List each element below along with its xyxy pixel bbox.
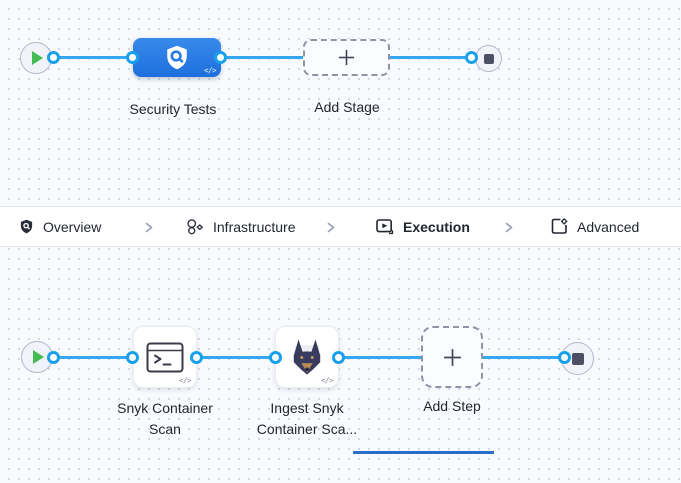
stage-label: Security Tests xyxy=(129,101,217,117)
connector-dot[interactable] xyxy=(269,351,282,364)
connector-dot[interactable] xyxy=(558,351,571,364)
tab-execution[interactable]: Execution xyxy=(376,207,470,246)
tab-advanced-label: Advanced xyxy=(577,218,640,235)
stage-code-badge: </> xyxy=(203,66,217,75)
step-label-line2: Container Sca... xyxy=(256,421,358,437)
selected-tab-underline xyxy=(353,451,494,454)
chevron-right-icon xyxy=(505,222,513,233)
chevron-right-icon xyxy=(145,222,153,233)
step-code-badge: </> xyxy=(320,376,334,385)
add-step-button[interactable] xyxy=(421,326,483,388)
pipeline-start-node[interactable] xyxy=(20,42,52,74)
tab-overview-label: Overview xyxy=(43,218,102,235)
connector-dot[interactable] xyxy=(332,351,345,364)
tab-overview[interactable]: Overview xyxy=(19,207,101,246)
overview-shield-icon xyxy=(20,219,33,234)
add-stage-label: Add Stage xyxy=(314,99,380,115)
tab-advanced[interactable]: Advanced xyxy=(551,207,639,246)
connector-dot[interactable] xyxy=(126,351,139,364)
plus-icon xyxy=(443,348,461,366)
plus-icon xyxy=(338,49,355,66)
security-shield-icon xyxy=(167,45,187,70)
tab-infrastructure[interactable]: Infrastructure xyxy=(186,207,295,246)
connector-dot[interactable] xyxy=(126,51,139,64)
step-code-badge: </> xyxy=(178,376,192,385)
stop-icon xyxy=(571,352,584,365)
stage-config-tab-bar: Overview Infrastructure Execution xyxy=(0,206,681,454)
play-icon xyxy=(31,51,43,65)
step-label-line2: Scan xyxy=(149,421,181,437)
step-label-ingest-snyk: Ingest Snyk Container Sca... xyxy=(227,398,387,440)
connector-dot[interactable] xyxy=(47,351,60,364)
tab-infrastructure-label: Infrastructure xyxy=(213,218,296,235)
stage-node-security-tests[interactable]: </> xyxy=(133,38,221,77)
snyk-dog-icon xyxy=(293,339,321,374)
play-icon xyxy=(32,350,44,364)
step-card-ingest-snyk[interactable]: </> xyxy=(275,326,339,388)
chevron-right-icon xyxy=(327,222,335,233)
advanced-settings-icon xyxy=(551,218,568,234)
run-step-terminal-icon xyxy=(146,342,184,372)
stage-flow-line xyxy=(52,56,473,59)
infrastructure-nodes-icon xyxy=(187,218,204,234)
pipeline-end-node[interactable] xyxy=(475,45,502,72)
tab-execution-label: Execution xyxy=(403,218,470,235)
step-label-line1: Snyk Container xyxy=(117,400,213,416)
add-stage-button[interactable] xyxy=(303,39,390,76)
step-label-snyk-container-scan: Snyk Container Scan xyxy=(95,398,235,440)
connector-dot[interactable] xyxy=(214,51,227,64)
step-card-snyk-container-scan[interactable]: </> xyxy=(133,326,197,388)
connector-dot[interactable] xyxy=(465,51,478,64)
stop-icon xyxy=(483,53,494,64)
connector-dot[interactable] xyxy=(47,51,60,64)
execution-play-icon xyxy=(376,218,394,234)
step-label-line1: Ingest Snyk xyxy=(270,400,344,416)
add-step-label: Add Step xyxy=(423,398,481,414)
connector-dot[interactable] xyxy=(190,351,203,364)
